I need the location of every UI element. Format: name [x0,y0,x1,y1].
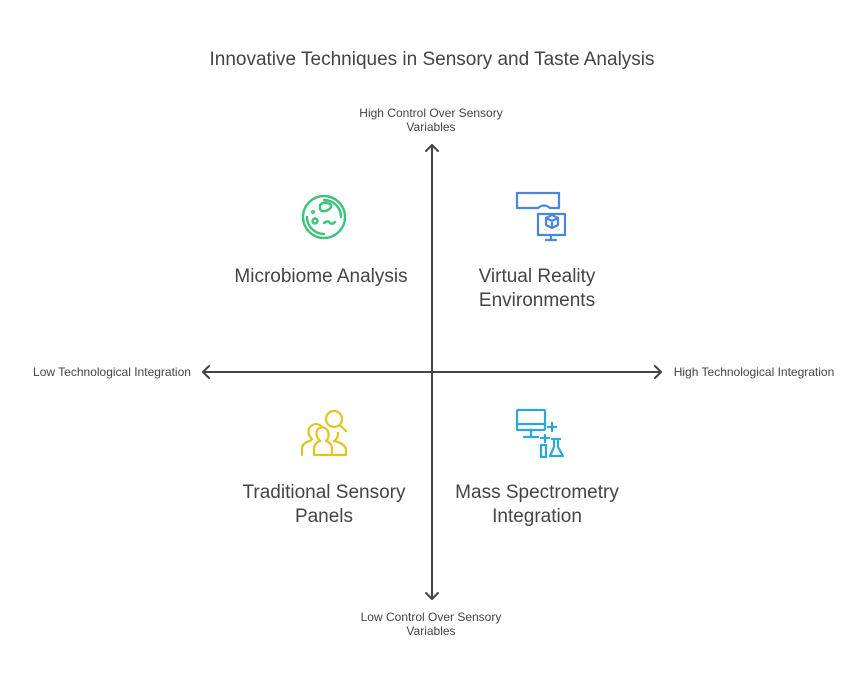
quadrant-label-vr: Virtual Reality Environments [478,266,596,311]
arrow-left-icon [202,365,210,379]
y-axis-top-label: High Control Over Sensory Variables [359,106,503,134]
computer-flask-icon [515,408,565,459]
y-axis-bottom-label: Low Control Over Sensory Variables [360,610,502,638]
quadrant-label-traditional: Traditional Sensory Panels [242,482,406,527]
arrow-down-icon [425,592,439,600]
x-axis-right-label: High Technological Integration [673,365,835,379]
diagram-title: Innovative Techniques in Sensory and Tas… [209,49,655,70]
x-axis-left-label: Low Technological Integration [33,365,191,379]
arrow-right-icon [654,365,662,379]
arrow-up-icon [425,144,439,152]
vr-headset-icon [515,191,566,242]
quadrant-label-microbiome: Microbiome Analysis [234,266,408,287]
quadrant-label-mass-spec: Mass Spectrometry Integration [455,482,619,527]
people-search-icon [300,409,348,457]
petri-dish-icon [301,194,347,240]
